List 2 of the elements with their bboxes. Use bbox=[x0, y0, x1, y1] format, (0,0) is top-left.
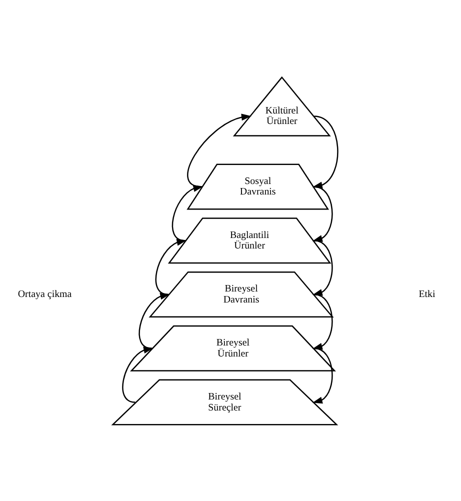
label: Ortaya çikma bbox=[18, 288, 72, 300]
label: Etki bbox=[418, 288, 436, 300]
